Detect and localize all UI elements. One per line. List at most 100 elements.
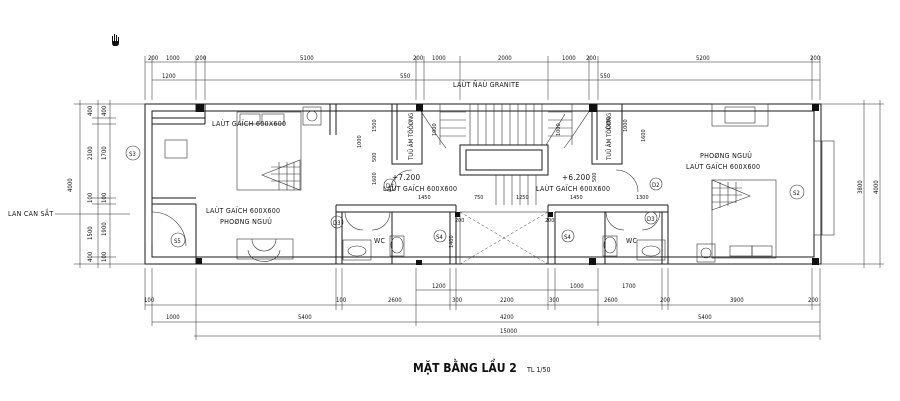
tag-s5: S5 bbox=[174, 238, 181, 245]
top-dim: 200 bbox=[413, 55, 424, 62]
hall-right-floor-label: LAÙT GAÏCH 600X600 bbox=[536, 184, 610, 193]
side-dim: 1900 bbox=[101, 222, 108, 236]
side-dim: 4000 bbox=[67, 178, 74, 192]
bedroom-right-name: PHOØNG NGUÛ bbox=[700, 151, 752, 160]
side-dim: 2100 bbox=[87, 146, 94, 160]
level-left: +7.200 bbox=[392, 173, 421, 182]
inner-dim: 1200 bbox=[606, 117, 612, 130]
bottom-dim: 1700 bbox=[622, 283, 636, 290]
plan-scale: TL 1/50 bbox=[526, 366, 551, 374]
top-dim: 200 bbox=[586, 55, 597, 62]
side-dim: 400 bbox=[87, 105, 94, 116]
bottom-dim: 5400 bbox=[698, 314, 712, 321]
right-desk bbox=[696, 103, 835, 263]
top-dim: 5100 bbox=[300, 55, 314, 62]
inner-dim: 1000 bbox=[432, 123, 438, 136]
tag-d2: D2 bbox=[652, 182, 660, 189]
top-dim: 2000 bbox=[498, 55, 512, 62]
bottom-dim: 1200 bbox=[432, 283, 446, 290]
door-swings bbox=[151, 169, 661, 247]
top-dim: 550 bbox=[600, 73, 611, 80]
wc-fixtures-left bbox=[342, 235, 405, 261]
level-right: +6.200 bbox=[562, 173, 591, 182]
top-dim: 200 bbox=[810, 55, 821, 62]
bottom-dim: 300 bbox=[549, 297, 560, 304]
room-tags bbox=[125, 145, 805, 248]
bottom-dim: 100 bbox=[336, 297, 347, 304]
bottom-dim: 2600 bbox=[388, 297, 402, 304]
hall-left-floor-label: LAÙT GAÏCH 600X600 bbox=[383, 184, 457, 193]
side-dimension-lines bbox=[55, 100, 884, 268]
side-dim: 1500 bbox=[87, 226, 94, 240]
side-dim: 100 bbox=[101, 192, 108, 203]
tag-s3: S3 bbox=[129, 151, 136, 158]
interior-walls bbox=[152, 103, 669, 265]
top-dim: 5200 bbox=[696, 55, 710, 62]
railing-label: LAN CAN SẮT bbox=[8, 208, 54, 218]
stair-treads bbox=[419, 104, 591, 205]
hand-cursor-icon bbox=[112, 34, 119, 46]
inner-dim: 1250 bbox=[516, 195, 529, 201]
bottom-dim: 5400 bbox=[298, 314, 312, 321]
bottom-dim: 300 bbox=[452, 297, 463, 304]
side-dim: 100 bbox=[101, 251, 108, 262]
outer-walls bbox=[144, 103, 822, 265]
inner-dim: 1600 bbox=[372, 172, 378, 185]
bottom-dim: 3900 bbox=[730, 297, 744, 304]
top-dimension-labels: 200 1000 200 5100 200 1000 2000 1000 200… bbox=[148, 55, 821, 80]
side-dim: 3800 bbox=[857, 180, 864, 194]
plan-title: MẶT BẰNG LẦU 2 bbox=[413, 358, 517, 375]
inner-dim: 500 bbox=[592, 173, 598, 182]
structural-columns bbox=[196, 104, 819, 265]
top-dim: 1000 bbox=[432, 55, 446, 62]
top-dim: 1000 bbox=[166, 55, 180, 62]
bottom-dim: 2600 bbox=[604, 297, 618, 304]
top-dim: 1200 bbox=[162, 73, 176, 80]
tag-d3-right: D3 bbox=[647, 216, 655, 223]
stair-granite-label: LAÙT ÑAÙ GRANITE bbox=[453, 80, 520, 89]
room-tag-labels: S3 S5 D4 D3 S4 S4 D3 D2 S2 bbox=[129, 151, 800, 245]
inner-dim: 500 bbox=[372, 153, 378, 162]
side-dim: 100 bbox=[87, 192, 94, 203]
inner-dim: 1500 bbox=[372, 119, 378, 132]
bottom-dim-total: 15000 bbox=[500, 328, 518, 335]
inner-dim: 200 bbox=[455, 218, 464, 224]
wc-left-label: WC bbox=[374, 237, 386, 245]
room-labels: LAÙT GAÏCH 600X600 LAÙT GAÏCH 600X600 PH… bbox=[8, 80, 760, 245]
top-dim: 550 bbox=[400, 73, 411, 80]
wardrobe-labels: TUÛ ÂM TÖÔØNG TUÛ ÂM TÖÔØNG bbox=[408, 113, 613, 161]
inner-dim: 1000 bbox=[556, 123, 562, 136]
inner-dim: 200 bbox=[545, 218, 554, 224]
tag-s4-left: S4 bbox=[436, 234, 443, 241]
bottom-dim: 200 bbox=[660, 297, 671, 304]
inner-dim: 1600 bbox=[641, 129, 647, 142]
tag-s2: S2 bbox=[793, 190, 800, 197]
inner-dim: 1000 bbox=[357, 135, 363, 148]
wardrobe-left-label: TUÛ ÂM TÖÔØNG bbox=[408, 113, 415, 161]
bottom-dim: 1000 bbox=[570, 283, 584, 290]
right-bed bbox=[711, 179, 777, 259]
side-dimension-labels: 4000 400 2100 100 1500 400 400 1700 100 … bbox=[67, 105, 880, 262]
bedroom-left-floor-label-2: LAÙT GAÏCH 600X600 bbox=[206, 206, 280, 215]
inner-dim: 1450 bbox=[570, 195, 583, 201]
bottom-dimension-labels: 1200 1000 1700 100 100 2600 300 2200 300… bbox=[144, 283, 819, 335]
bottom-dim: 4200 bbox=[500, 314, 514, 321]
tag-s4-right: S4 bbox=[564, 234, 571, 241]
plan-title-block: MẶT BẰNG LẦU 2 TL 1/50 bbox=[413, 358, 551, 375]
left-bed bbox=[236, 111, 302, 191]
top-dim: 200 bbox=[196, 55, 207, 62]
inner-dim: 1450 bbox=[418, 195, 431, 201]
inner-dim: 750 bbox=[474, 195, 483, 201]
bedroom-left-name: PHOØNG NGUÛ bbox=[220, 217, 272, 226]
top-dim: 1000 bbox=[562, 55, 576, 62]
bottom-dim: 2200 bbox=[500, 297, 514, 304]
inner-dimension-labels: 1000 1500 500 1200 1000 1600 1450 750 12… bbox=[357, 117, 649, 248]
inner-dim: 1300 bbox=[636, 195, 649, 201]
top-dimension-lines bbox=[144, 56, 821, 100]
tag-d3-left: D3 bbox=[333, 220, 341, 227]
wc-fixtures-right bbox=[602, 235, 666, 261]
side-dim: 400 bbox=[101, 105, 108, 116]
wardrobe-right-label: TUÛ ÂM TÖÔØNG bbox=[606, 113, 613, 161]
tag-d4: D4 bbox=[386, 183, 394, 190]
